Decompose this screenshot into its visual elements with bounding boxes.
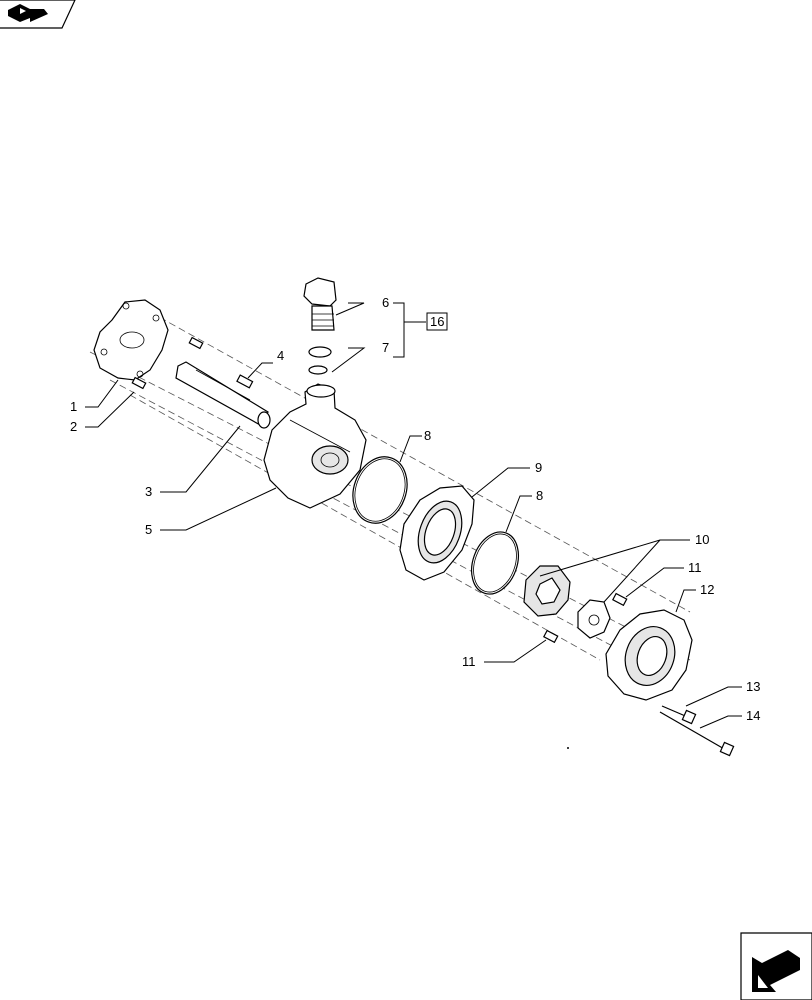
next-page-button[interactable] — [740, 932, 812, 1000]
arrow-left-icon — [8, 4, 48, 22]
part-8-o-ring — [352, 456, 519, 595]
callout-11a: 11 — [688, 560, 702, 575]
part-4-key — [236, 374, 254, 389]
part-10-rotor-set — [523, 565, 611, 639]
part-7-seal-rings — [308, 346, 332, 375]
callout-4: 4 — [277, 348, 284, 363]
callout-13: 13 — [746, 679, 760, 694]
callout-labels: 1 2 3 4 5 6 7 8 9 8 10 11 12 11 13 14 16 — [70, 295, 760, 723]
part-14-bolt-long — [659, 711, 735, 757]
callout-5: 5 — [145, 522, 152, 537]
leader-lines — [85, 302, 742, 729]
callout-6: 6 — [382, 295, 389, 310]
part-13-bolt-short — [661, 705, 697, 725]
callout-7: 7 — [382, 340, 389, 355]
callout-2: 2 — [70, 419, 77, 434]
part-1-cover-plate — [93, 299, 169, 381]
callout-14: 14 — [746, 708, 760, 723]
callout-8a: 8 — [424, 428, 431, 443]
callout-9: 9 — [535, 460, 542, 475]
callout-12: 12 — [700, 582, 714, 597]
part-3-shaft — [175, 361, 271, 429]
prev-page-button[interactable] — [0, 0, 76, 29]
callout-16: 16 — [430, 314, 444, 329]
callout-8b: 8 — [536, 488, 543, 503]
callout-3: 3 — [145, 484, 152, 499]
part-12-rear-cover — [605, 609, 693, 701]
callout-16-box: 16 — [426, 312, 448, 331]
part-9-spacer-ring — [399, 485, 475, 581]
part-2-pin — [131, 336, 204, 390]
arrow-down-left-icon — [752, 950, 800, 992]
part-11-dowel-pin — [543, 592, 628, 644]
callout-11b: 11 — [462, 654, 476, 669]
part-5-pump-housing — [263, 383, 367, 509]
callout-1: 1 — [70, 399, 77, 414]
callout-10: 10 — [695, 532, 709, 547]
part-6-valve-plug — [303, 277, 337, 331]
